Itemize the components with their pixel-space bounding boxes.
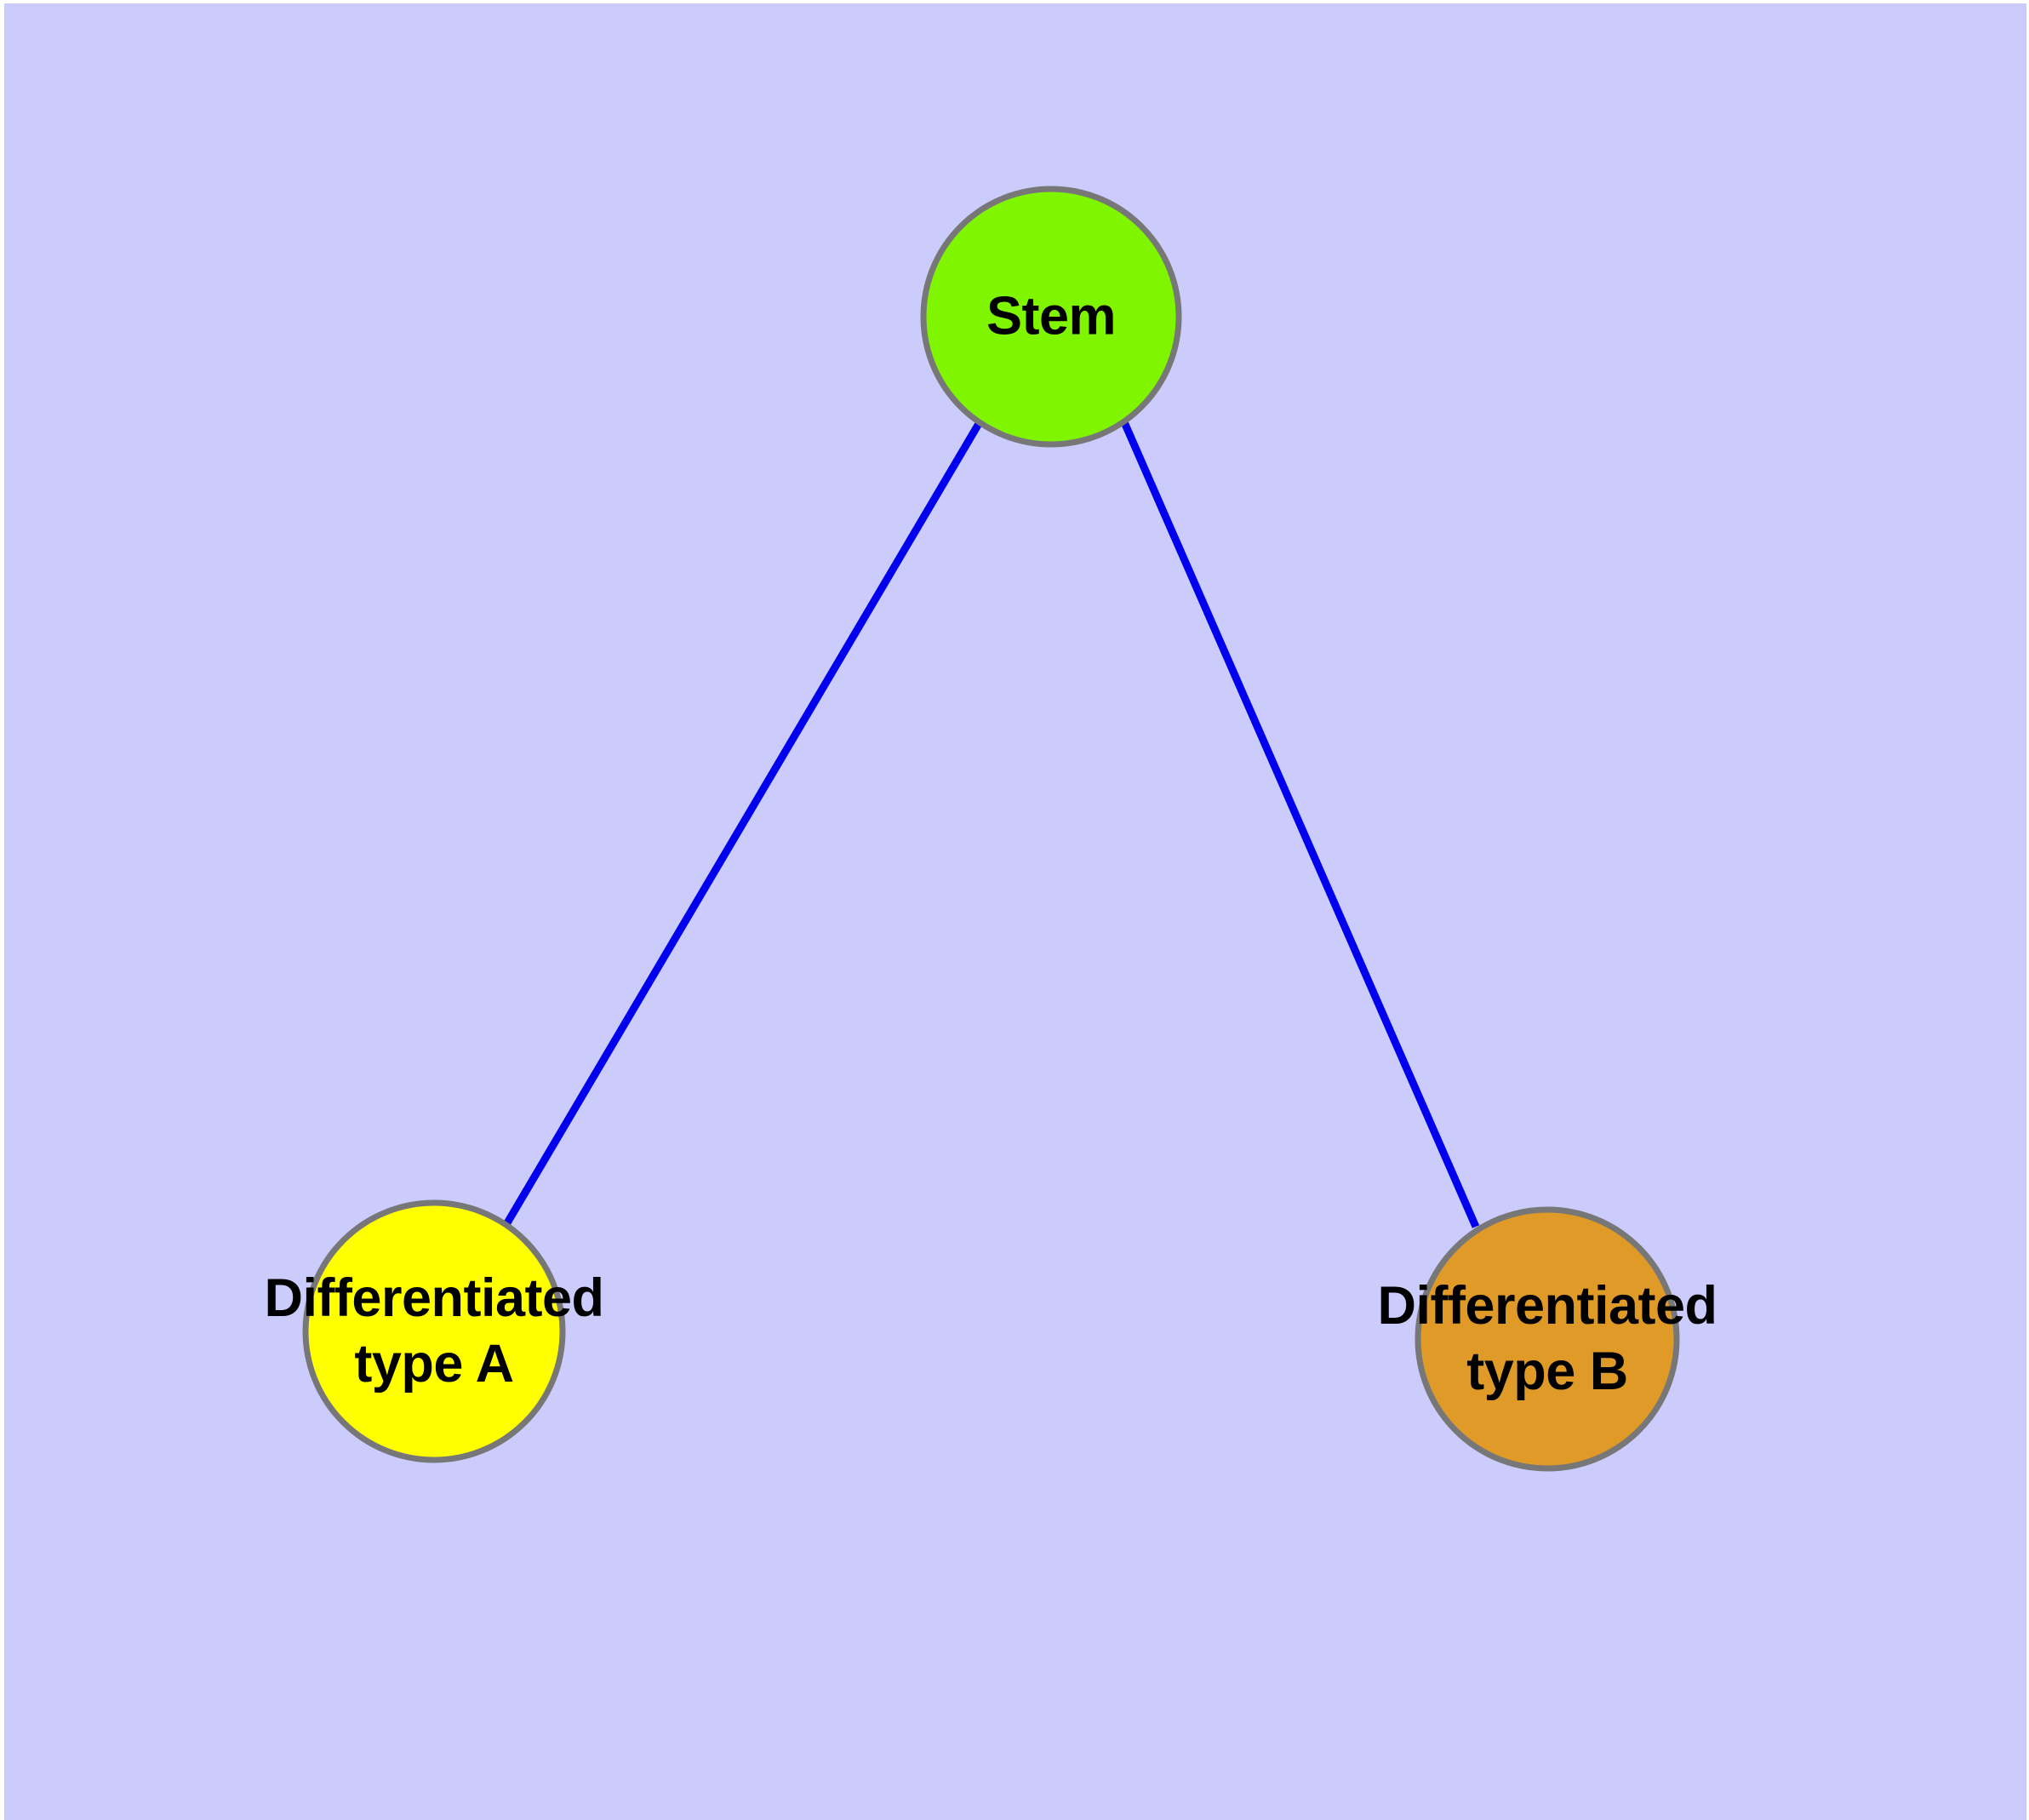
node-differentiated-type-a-circle[interactable] bbox=[302, 1199, 566, 1463]
edges-layer bbox=[502, 420, 1480, 1228]
edge-stem-to-differentiated-type-a[interactable] bbox=[502, 420, 983, 1228]
node-stem-circle[interactable] bbox=[920, 186, 1182, 448]
node-differentiated-type-b-circle[interactable] bbox=[1415, 1206, 1680, 1472]
nodes-layer bbox=[302, 186, 1680, 1472]
edge-stem-to-differentiated-type-b[interactable] bbox=[1120, 421, 1480, 1228]
